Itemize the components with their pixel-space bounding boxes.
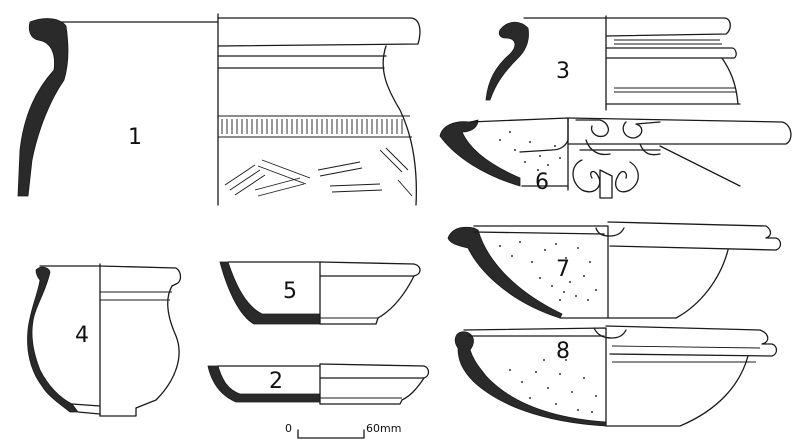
vessel-2-drawing: 2 [207,363,430,405]
vessel-1-drawing: 1 [17,13,421,206]
vessel-8-number: 8 [556,339,570,364]
vessel-3-drawing: 3 [485,15,741,111]
vessel-6-number: 6 [535,170,549,195]
vessel-6-grit-dots [499,131,561,171]
vessel-4-number: 4 [75,323,89,348]
vessel-2-number: 2 [269,369,283,394]
vessel-6-drawing: 6 [439,117,792,199]
vessel-1-incised-lines [224,147,413,197]
vessel-7-drawing: 7 [447,221,782,319]
vessel-5-drawing: 5 [219,261,421,325]
vessel-4-drawing: 4 [27,263,182,417]
vessel-7-number: 7 [556,257,570,282]
vessel-1-band-decoration [218,115,412,138]
scale-end-label: 60mm [366,422,401,435]
scale-start-label: 0 [285,422,292,435]
vessel-8-grit-dots [509,359,597,413]
scale-bar: 0 60mm [285,422,401,439]
vessel-7-grit-dots [499,241,597,301]
vessel-5-number: 5 [283,279,297,304]
vessel-8-drawing: 8 [454,325,778,427]
vessel-3-number: 3 [556,59,570,84]
vessel-1-number: 1 [128,125,142,150]
